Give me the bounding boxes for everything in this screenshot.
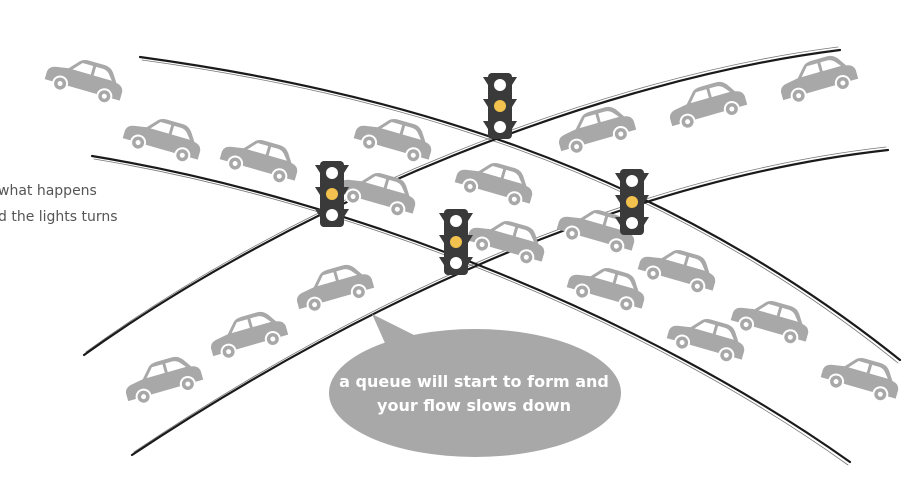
car-icon (290, 258, 377, 317)
car-icon (663, 75, 750, 134)
car-icon (204, 305, 291, 364)
speech-bubble-line-2: your flow slows down (377, 396, 571, 415)
car-icon (464, 211, 550, 270)
traffic-light-icon (439, 209, 473, 275)
car-icon (119, 350, 206, 409)
road-lower-left-to-right-edge (93, 158, 849, 466)
road-upper-left-to-right (138, 55, 902, 362)
car-icon (42, 50, 128, 109)
road-lower-right-to-left-edge (85, 46, 839, 353)
road-lower-right-to-left (82, 48, 842, 357)
road-bottom-right-to-left (130, 148, 890, 457)
car-icon (728, 291, 814, 350)
speech-bubble-text: a queue will start to form and your flow… (330, 370, 618, 418)
car-icon (635, 240, 721, 299)
car-icon (351, 109, 437, 168)
speech-bubble-body (329, 329, 621, 457)
road-lower-left-to-right (90, 154, 852, 464)
traffic-light-icon (315, 161, 349, 227)
roads (82, 46, 902, 466)
car-icon (452, 153, 538, 212)
car-icon (120, 109, 206, 168)
speech-bubble-line-1: a queue will start to form and (339, 372, 609, 391)
side-note-line-1: what happens (0, 183, 97, 199)
traffic-light-icon (483, 73, 517, 139)
road-upper-left-to-right-edge (141, 59, 899, 364)
car-icon (335, 163, 421, 222)
side-note: what happens d the lights turns (0, 178, 118, 230)
car-icon (552, 100, 639, 159)
car-icon (217, 130, 303, 189)
road-bottom-right-to-left-edge (133, 146, 887, 453)
speech-bubble (329, 314, 621, 457)
traffic-light-icon (615, 169, 649, 235)
side-note-line-2: d the lights turns (0, 209, 118, 225)
